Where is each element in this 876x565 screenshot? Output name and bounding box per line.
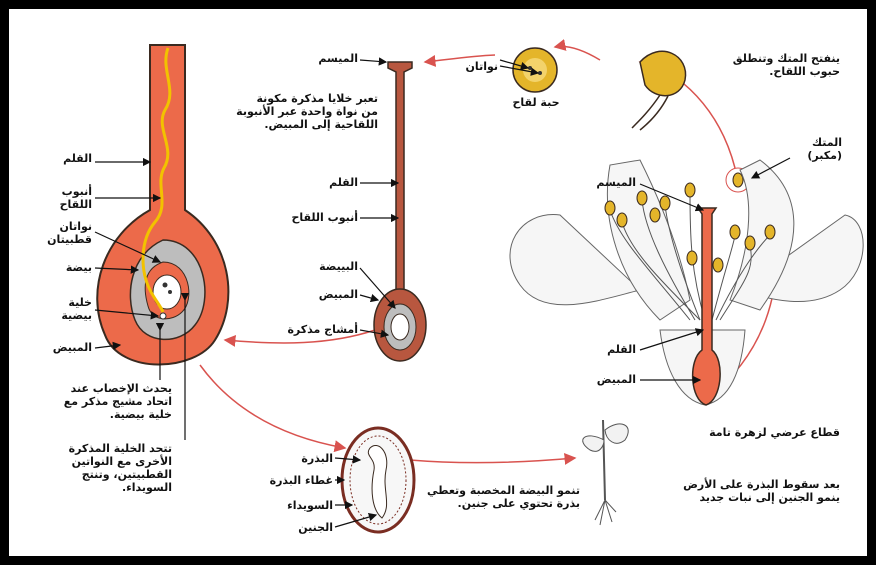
- label-seed-endosperm: السويداء: [255, 499, 333, 512]
- seed: [342, 428, 414, 532]
- label-ovary-middle: المبيض: [300, 288, 358, 301]
- seedling: [583, 420, 628, 525]
- label-stigma-flower: الميسم: [570, 176, 636, 189]
- label-egg-cell: خلية بيضية: [20, 296, 92, 322]
- label-ovary-flower: المبيض: [570, 373, 636, 386]
- label-two-nuclei: نواتان: [440, 60, 498, 73]
- label-style-flower: القلم: [570, 343, 636, 356]
- label-seedling-growth: بعد سقوط البذرة على الأرض ينمو الجنين إل…: [640, 478, 840, 504]
- label-pollen-tube-large: أنبوب اللقاح: [20, 185, 92, 211]
- large-pistil: [97, 45, 228, 365]
- label-anther-magnified: المتك (مكبر): [790, 136, 842, 162]
- label-anther-opens: ينفتح المتك وتنطلق حبوب اللقاح.: [700, 52, 840, 78]
- label-seed-coat: غطاء البذرة: [255, 474, 333, 487]
- label-flower-section: قطاع عرضي لزهرة تامة: [640, 426, 840, 439]
- middle-pistil: [374, 62, 426, 361]
- label-polar-nuclei: نواتان قطبيتان: [20, 220, 92, 246]
- label-sperm-transfer: تعبر خلايا مذكرة مكونة من نواة واحدة عبر…: [218, 92, 378, 131]
- label-seed-formation: تنمو البيضة المخصبة وتعطي بذرة تحتوي على…: [420, 484, 580, 510]
- label-ovule: البييضة: [290, 260, 358, 273]
- label-pollen-tube-middle: أنبوب اللقاح: [270, 211, 358, 224]
- label-seed: البذرة: [255, 452, 333, 465]
- label-embryo: الجنين: [255, 521, 333, 534]
- label-ovary-large: المبيض: [20, 341, 92, 354]
- label-egg: بيضة: [20, 261, 92, 274]
- label-style-large: القلم: [20, 152, 92, 165]
- label-style-middle: القلم: [300, 176, 358, 189]
- flower-section: [510, 160, 863, 405]
- label-fertilization: يحدث الإخصاب عند اتحاد مشيج مذكر مع خلية…: [22, 382, 172, 421]
- label-male-gametes: أمشاج مذكرة: [270, 323, 358, 336]
- label-pollen-grain: حبة لقاح: [500, 96, 572, 109]
- label-stigma-middle: الميسم: [300, 52, 358, 65]
- open-anther: [632, 51, 686, 130]
- label-endosperm-formation: تتحد الخلية المذكرة الأخرى مع النواتين ا…: [22, 442, 172, 494]
